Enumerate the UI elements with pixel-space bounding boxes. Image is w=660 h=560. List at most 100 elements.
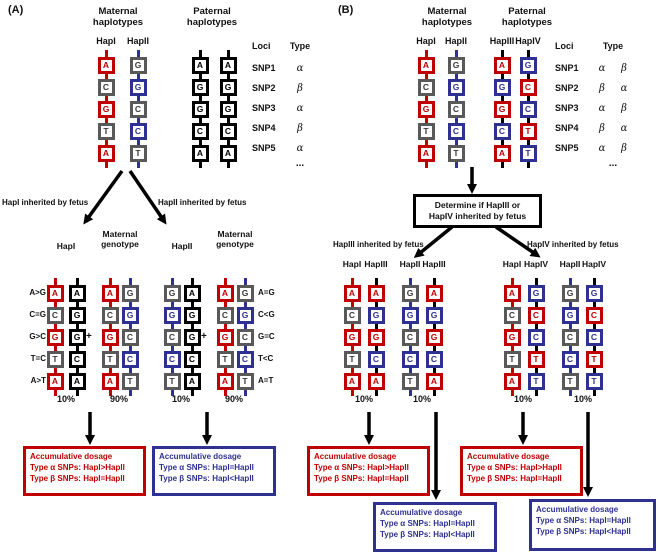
- allele-box: G: [343, 329, 361, 346]
- dosage-beta-line: Type β SNPs: HapI<HapII: [380, 529, 475, 539]
- allele-box: C: [191, 123, 209, 140]
- type-symbol: β: [297, 82, 303, 94]
- type-symbol: α: [296, 142, 304, 154]
- col-label: HapI: [342, 259, 362, 269]
- title-line: haplotypes: [92, 17, 144, 29]
- ellipsis: ...: [608, 158, 618, 169]
- allele-box: T: [447, 145, 465, 162]
- allele-box: A: [97, 57, 115, 74]
- loci-row: SNP1 α: [252, 58, 312, 78]
- type-symbol: α: [296, 102, 304, 114]
- allele-box: T: [503, 351, 521, 368]
- allele-box: C: [447, 123, 465, 140]
- dosage-alpha-line: Type α SNPs: HapI>HapII: [30, 462, 125, 472]
- allele-box: A: [417, 57, 435, 74]
- col-label: HapII: [559, 259, 581, 269]
- allele-box: A: [97, 145, 115, 162]
- dosage-beta-line: Type β SNPs: HapI=HapII: [314, 473, 409, 483]
- allele-box: G: [68, 307, 86, 324]
- locus-label: SNP1: [252, 63, 276, 73]
- allele-box: G: [561, 307, 579, 324]
- allele-box: T: [343, 351, 361, 368]
- branch-label-hapI: HapI inherited by fetus: [2, 198, 89, 207]
- allele-box: C: [519, 79, 537, 96]
- determine-box: Determine if HapIII or HapIV inherited b…: [413, 194, 542, 228]
- col-label: HapIII: [364, 259, 388, 269]
- allele-box: T: [585, 373, 603, 390]
- allele-box: C: [447, 101, 465, 118]
- panel-a-label: (A): [8, 4, 24, 16]
- allele-box: A: [425, 285, 443, 302]
- title-line: haplotypes: [421, 17, 473, 29]
- type-symbol: α: [620, 82, 628, 94]
- allele-box: C: [236, 329, 254, 346]
- type-column-header: Type: [289, 41, 311, 51]
- allele-box: G: [425, 307, 443, 324]
- dosage-beta-line: Type β SNPs: HapI=HapII: [30, 473, 125, 483]
- percentage-label: 10%: [56, 394, 75, 404]
- allele-box: G: [121, 307, 139, 324]
- hapI-label-a: HapI: [96, 36, 116, 46]
- allele-box: T: [121, 373, 139, 390]
- allele-box: G: [417, 101, 435, 118]
- dosage-beta-line: Type β SNPs: HapI<HapII: [159, 473, 254, 483]
- allele-box: C: [101, 307, 119, 324]
- panel-b-label: (B): [338, 4, 354, 16]
- allele-box: A: [46, 285, 64, 302]
- dosage-beta-line: Type β SNPs: HapI<HapII: [536, 526, 631, 536]
- allele-box: C: [183, 351, 201, 368]
- type-symbol: β: [599, 82, 605, 94]
- col-label: HapI: [502, 259, 522, 269]
- allele-box: C: [367, 351, 385, 368]
- locus-label: SNP2: [555, 83, 579, 93]
- allele-box: C: [236, 351, 254, 368]
- allele-box: A: [343, 285, 361, 302]
- allele-box: C: [493, 123, 511, 140]
- allele-box: T: [401, 373, 419, 390]
- allele-box: G: [68, 329, 86, 346]
- locus-label: SNP4: [555, 123, 579, 133]
- type-symbol: β: [621, 142, 627, 154]
- allele-box: A: [101, 285, 119, 302]
- allele-box: C: [219, 123, 237, 140]
- dosage-title: Accumulative dosage: [314, 452, 397, 461]
- dosage-beta-line: Type β SNPs: HapI=HapII: [467, 473, 562, 483]
- allele-box: G: [236, 285, 254, 302]
- type-symbol: α: [598, 62, 606, 74]
- hapIV-label-b: HapIV: [515, 36, 541, 46]
- col-label: HapII: [399, 259, 421, 269]
- locus-label: SNP1: [555, 63, 579, 73]
- dosage-title: Accumulative dosage: [159, 452, 242, 461]
- allele-box: G: [183, 307, 201, 324]
- type-symbol: β: [599, 122, 605, 134]
- dosage-annotation: C<G: [258, 310, 275, 319]
- allele-box: C: [121, 351, 139, 368]
- allele-box: G: [503, 329, 521, 346]
- allele-box: A: [367, 373, 385, 390]
- allele-box: T: [561, 373, 579, 390]
- percentage-label: 10%: [412, 394, 431, 404]
- allele-box: T: [216, 351, 234, 368]
- dosage-alpha-line: Type α SNPs: HapI=HapII: [536, 515, 631, 525]
- type-symbol: α: [296, 62, 304, 74]
- allele-box: C: [585, 329, 603, 346]
- ellipsis: ...: [295, 158, 305, 169]
- allele-box: C: [343, 307, 361, 324]
- title-line: Maternal: [98, 6, 138, 17]
- col-label: HapIII: [422, 259, 446, 269]
- allele-box: C: [401, 329, 419, 346]
- allele-box: G: [447, 79, 465, 96]
- percentage-label: 10%: [354, 394, 373, 404]
- col-label: HapIV: [581, 259, 607, 269]
